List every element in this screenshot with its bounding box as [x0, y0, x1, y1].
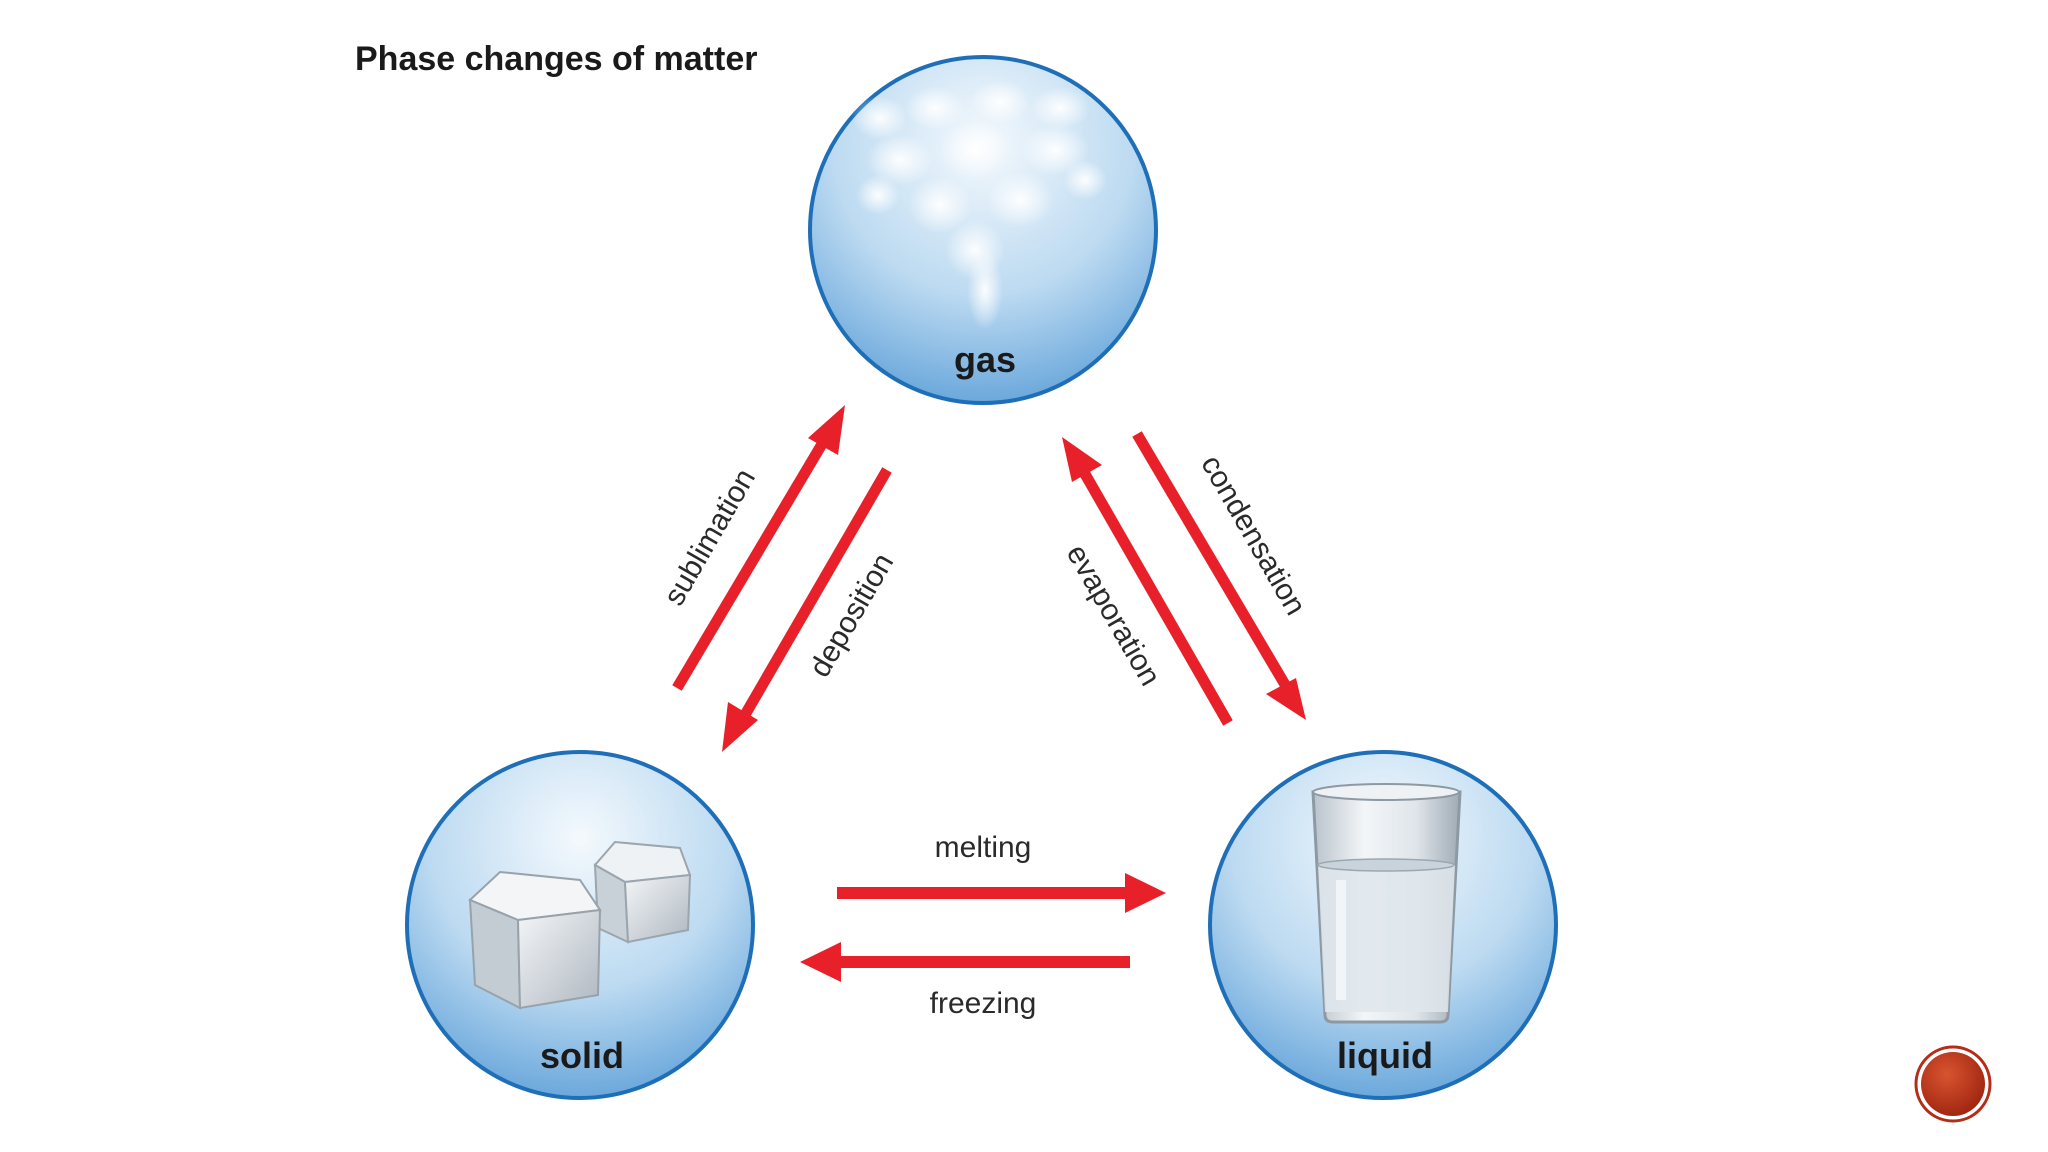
next-slide-button[interactable] [1914, 1045, 1992, 1123]
gas-state: gas [808, 55, 1158, 405]
gas-label: gas [954, 339, 1016, 380]
solid-state: solid [405, 750, 755, 1100]
sublimation-label: sublimation [658, 463, 762, 611]
melting-label: melting [935, 831, 1032, 864]
liquid-label: liquid [1337, 1035, 1433, 1076]
steam-cloud-icon [852, 80, 1107, 330]
condensation-arrow [1132, 431, 1306, 720]
solid-label: solid [540, 1035, 624, 1076]
condensation-label: condensation [1194, 450, 1312, 621]
deposition-label: deposition [803, 548, 900, 683]
freezing-arrow [800, 942, 1130, 982]
evaporation-arrow [1062, 437, 1233, 726]
liquid-state: liquid [1208, 750, 1558, 1100]
ice-cubes-icon [468, 840, 692, 1010]
diagram-title: Phase changes of matter [355, 40, 757, 78]
sublimation-arrow [672, 405, 845, 691]
water-glass-icon [1311, 783, 1462, 1024]
freezing-label: freezing [930, 987, 1037, 1020]
next-slide-button-icon [1921, 1052, 1985, 1116]
melting-arrow [837, 873, 1166, 913]
deposition-arrow [722, 467, 892, 752]
evaporation-label: evaporation [1060, 539, 1167, 691]
